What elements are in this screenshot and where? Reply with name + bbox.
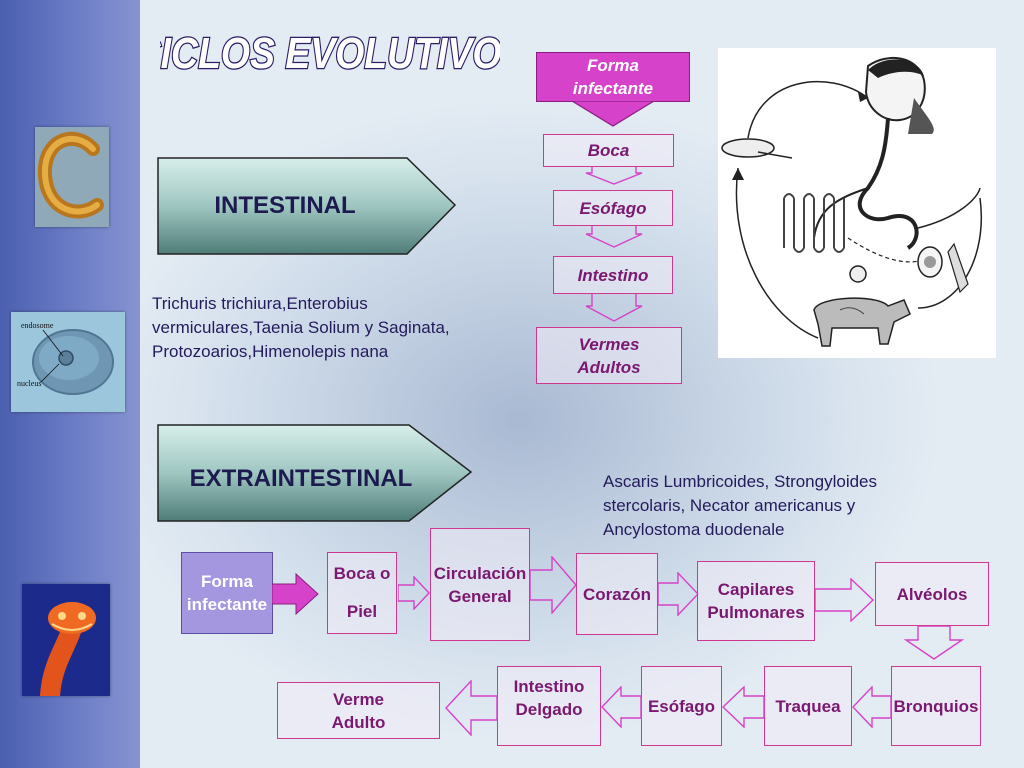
extra-intestino-delgado-box: Intestino Delgado (497, 666, 601, 746)
life-cycle-illustration (718, 48, 996, 358)
intestinal-down-arrow-large (570, 101, 656, 127)
endosome-label: endosome (21, 321, 54, 330)
extra-boca-piel-box: Boca o Piel (327, 552, 397, 634)
intestinal-arrow-3 (585, 294, 643, 322)
extra-arrow-to-intestino (601, 686, 642, 728)
slide-title-text: CICLOS EVOLUTIVOS (160, 28, 500, 78)
c-shaped-worm-image (35, 127, 109, 227)
intestinal-arrow-1 (585, 167, 643, 185)
protozoa-micrograph-image: endosome nucleus (11, 312, 125, 412)
extraintestinal-chevron: EXTRAINTESTINAL (157, 424, 473, 522)
intestinal-chevron: INTESTINAL (157, 157, 457, 255)
extra-arrow-to-corazon (530, 556, 577, 614)
extra-arrow-to-esofago (722, 686, 765, 728)
extra-arrow-to-verme (445, 680, 498, 736)
extra-forma-infectante-box: Forma infectante (181, 552, 273, 634)
extra-arrow-down-to-bronquios (904, 626, 964, 660)
extra-arrow-to-capilares (658, 572, 699, 616)
extraintestinal-label: EXTRAINTESTINAL (190, 465, 413, 492)
intestinal-label: INTESTINAL (214, 192, 355, 219)
extra-arrow-to-alveolos (815, 578, 875, 622)
intestinal-intestino-box: Intestino (553, 256, 673, 294)
extra-verme-adulto-box: Verme Adulto (277, 682, 440, 739)
intestinal-boca-box: Boca (543, 134, 674, 167)
intestinal-arrow-2 (585, 226, 643, 248)
intestinal-species-text: Trichuris trichiura,Enterobius vermicula… (152, 294, 450, 361)
nucleus-label: nucleus (17, 379, 41, 388)
intestinal-esofago-box: Esófago (553, 190, 673, 226)
extra-corazon-box: Corazón (576, 553, 658, 635)
intestinal-vermes-adultos-box: Vermes Adultos (536, 327, 682, 384)
extra-arrow-to-boca (272, 573, 319, 615)
extra-alveolos-box: Alvéolos (875, 562, 989, 626)
extra-esofago-box: Esófago (641, 666, 722, 746)
extraintestinal-species-text: Ascaris Lumbricoides, Strongyloides ster… (603, 472, 878, 539)
extra-traquea-box: Traquea (764, 666, 852, 746)
extra-bronquios-box: Bronquios (891, 666, 981, 746)
intestinal-forma-infectante-box: Forma infectante (536, 52, 690, 102)
worm-head-image (22, 584, 110, 696)
extra-circulacion-general-box: Circulación General (430, 528, 530, 641)
extra-arrow-to-circulacion (398, 576, 430, 610)
slide-title: CICLOS EVOLUTIVOS (160, 27, 500, 79)
extra-arrow-to-traquea (852, 686, 892, 728)
extra-capilares-pulmonares-box: Capilares Pulmonares (697, 561, 815, 641)
